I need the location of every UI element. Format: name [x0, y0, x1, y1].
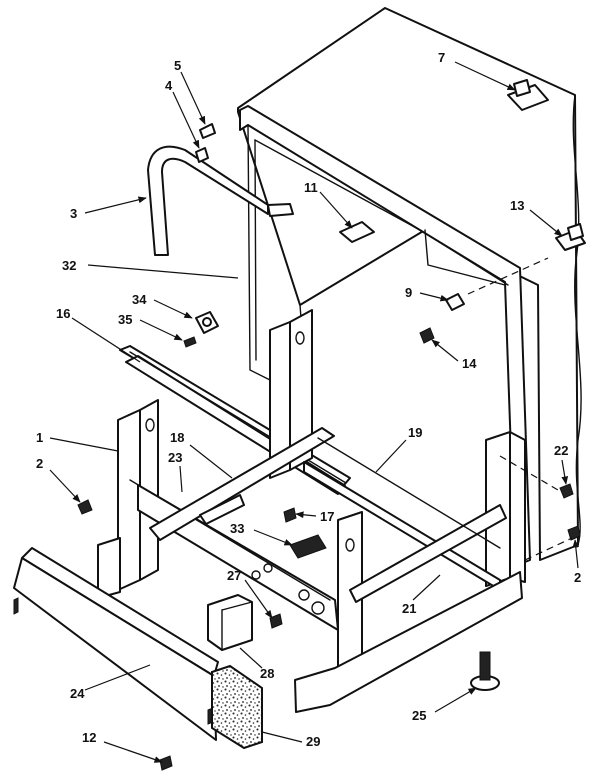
callout-16: 16 [56, 306, 70, 321]
callout-34: 34 [132, 292, 147, 307]
callout-25: 25 [412, 708, 426, 723]
bracket-7 [507, 79, 549, 111]
callout-1: 1 [36, 430, 43, 445]
frame-left-1 [97, 399, 159, 599]
cross-bar-holes [251, 563, 325, 615]
callout-35: 35 [118, 312, 132, 327]
callout-19: 19 [408, 425, 422, 440]
frame-middle [269, 309, 313, 479]
alignment-lines [467, 257, 573, 561]
callout-11: 11 [304, 180, 318, 195]
leveling-leg-25 [470, 651, 500, 691]
callout-33: 33 [230, 521, 244, 536]
callout-17: 17 [320, 509, 334, 524]
callout-9: 9 [405, 285, 412, 300]
door-seal [147, 145, 294, 256]
callout-labels: 5 4 7 3 11 13 32 9 34 35 16 14 1 18 19 2… [36, 50, 581, 749]
callout-23: 23 [168, 450, 182, 465]
callout-29: 29 [306, 734, 320, 749]
callout-3: 3 [70, 206, 77, 221]
box-28 [207, 594, 253, 651]
callout-27: 27 [227, 568, 241, 583]
callout-14: 14 [462, 356, 477, 371]
parts-34-35 [183, 311, 219, 348]
callout-22: 22 [554, 443, 568, 458]
screw-14 [419, 327, 435, 344]
bracket-13 [555, 223, 586, 251]
callout-32: 32 [62, 258, 76, 273]
cross-bars [129, 427, 339, 631]
part-33 [289, 534, 327, 559]
callout-28: 28 [260, 666, 274, 681]
callout-2-right: 2 [574, 570, 581, 585]
screws [77, 483, 581, 771]
callout-4: 4 [165, 78, 173, 93]
seal-fasteners [195, 123, 216, 163]
insulation-pad-29 [211, 664, 263, 750]
clip-9 [445, 293, 465, 311]
callout-13: 13 [510, 198, 524, 213]
callout-2-left: 2 [36, 456, 43, 471]
tub-assembly [237, 7, 582, 567]
callout-18: 18 [170, 430, 184, 445]
callout-24: 24 [70, 686, 85, 701]
callout-21: 21 [402, 601, 416, 616]
callout-12: 12 [82, 730, 96, 745]
callout-5: 5 [174, 58, 181, 73]
base-frame [294, 437, 523, 713]
callout-7: 7 [438, 50, 445, 65]
clip-11 [339, 221, 375, 243]
leader-lines [49, 61, 580, 763]
